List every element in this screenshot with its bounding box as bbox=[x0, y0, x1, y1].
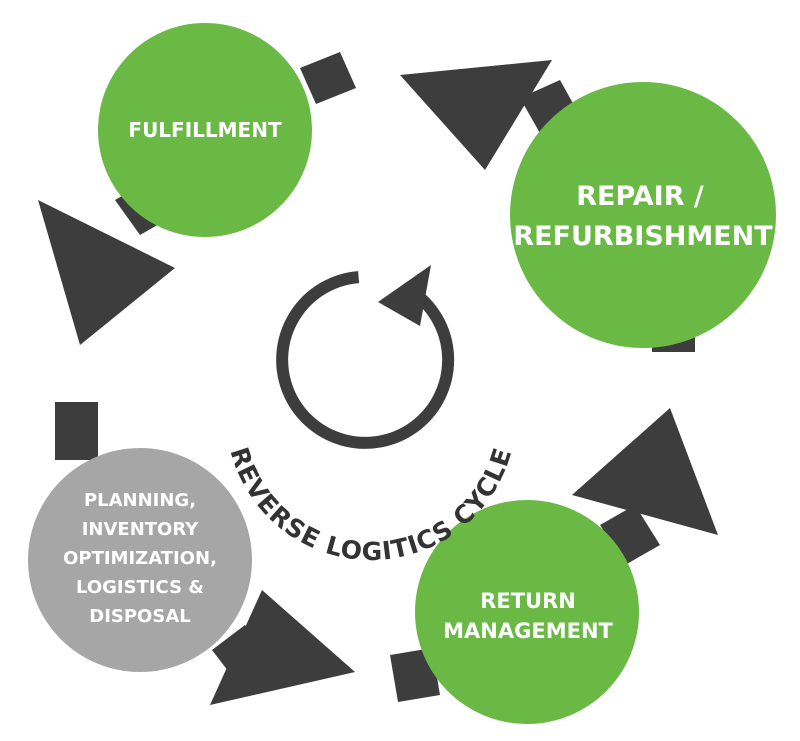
return-label-line1: RETURN bbox=[480, 589, 576, 613]
arrow-head bbox=[572, 408, 718, 535]
repair-refurbishment-node bbox=[510, 82, 776, 348]
planning-disposal-node bbox=[28, 448, 252, 672]
cycle-icon bbox=[276, 265, 455, 449]
planning-label-line4: LOGISTICS & bbox=[76, 577, 204, 598]
planning-label-line2: INVENTORY bbox=[82, 519, 200, 540]
return-label-line2: MANAGEMENT bbox=[443, 619, 613, 643]
arrow-shaft bbox=[55, 402, 98, 460]
fulfillment-node bbox=[98, 23, 312, 237]
arrow-planning-to-return bbox=[55, 402, 440, 705]
cycle-arrowhead bbox=[378, 265, 431, 326]
return-management-node bbox=[415, 500, 639, 724]
repair-label-line2: REFURBISHMENT bbox=[513, 221, 773, 252]
arrow-shaft bbox=[212, 625, 270, 684]
repair-label-line1: REPAIR / bbox=[576, 181, 704, 212]
fulfillment-label: FULFILLMENT bbox=[128, 118, 282, 142]
cycle-ring bbox=[276, 271, 455, 449]
arrow-shaft bbox=[300, 52, 356, 104]
arrow-head bbox=[400, 60, 552, 170]
planning-label-line5: DISPOSAL bbox=[89, 606, 190, 627]
planning-label-line1: PLANNING, bbox=[84, 490, 196, 511]
arrow-shaft bbox=[600, 505, 660, 565]
planning-label-line3: OPTIMIZATION, bbox=[63, 548, 217, 569]
arrow-head bbox=[38, 200, 175, 345]
